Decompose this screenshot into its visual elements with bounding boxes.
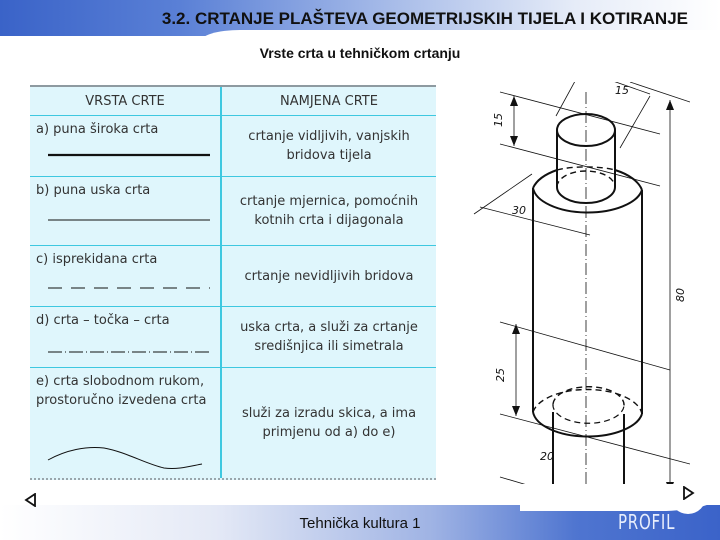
footer-course-title: Tehnička kultura 1 xyxy=(299,515,421,532)
line-type-label: a) puna široka crta xyxy=(36,122,159,137)
isometric-cylinder-drawing: 15 15 30 80 25 20 xyxy=(473,82,690,484)
table-header-row: VRSTA CRTE NAMJENA CRTE xyxy=(30,87,436,116)
slide-subtitle: Vrste crta u tehničkom crtanju xyxy=(259,45,461,61)
thick-solid-line-sample xyxy=(48,153,210,157)
dimension-total-height: 80 xyxy=(674,288,687,302)
header-curve xyxy=(200,30,720,42)
column-header-purpose: NAMJENA CRTE xyxy=(280,93,378,109)
dimension-bottom-height: 25 xyxy=(494,368,507,382)
freehand-line-sample xyxy=(47,447,203,469)
line-purpose: služi za izradu skica, a ima primjenu od… xyxy=(241,406,417,440)
line-purpose: crtanje nevidljivih bridova xyxy=(244,268,414,284)
table-row: a) puna široka crta crtanje vidljivih, v… xyxy=(30,116,436,177)
line-type-label: d) crta – točka – crta xyxy=(36,313,170,328)
dashed-line-sample xyxy=(48,287,210,289)
dimension-top-height: 15 xyxy=(492,113,505,127)
line-type-label: e) crta slobodnom rukom, prostoručno izv… xyxy=(36,374,207,408)
line-purpose: crtanje mjernica, pomoćnih kotnih crta i… xyxy=(239,194,419,228)
table-row: c) isprekidana crta crtanje nevidljivih … xyxy=(30,246,436,307)
dimension-bottom-diameter: 20 xyxy=(540,450,554,463)
line-purpose: crtanje vidljivih, vanjskih bridova tije… xyxy=(248,129,410,163)
table-row: e) crta slobodnom rukom, prostoručno izv… xyxy=(30,368,436,480)
thin-solid-line-sample xyxy=(48,219,210,221)
line-purpose: uska crta, a služi za crtanje središnjic… xyxy=(240,320,418,354)
column-header-type: VRSTA CRTE xyxy=(30,87,222,115)
dash-dot-line-sample xyxy=(48,351,210,353)
table-row: b) puna uska crta crtanje mjernica, pomo… xyxy=(30,177,436,246)
triangle-left-icon[interactable] xyxy=(24,493,38,507)
dimension-middle-diameter: 30 xyxy=(512,204,526,217)
table-row: d) crta – točka – crta uska crta, a služ… xyxy=(30,307,436,368)
dimension-top-diameter: 15 xyxy=(615,84,629,97)
line-type-label: c) isprekidana crta xyxy=(36,252,158,267)
triangle-right-icon[interactable] xyxy=(681,486,695,500)
line-type-label: b) puna uska crta xyxy=(36,183,151,198)
line-types-table: VRSTA CRTE NAMJENA CRTE a) puna široka c… xyxy=(30,85,436,480)
slide-title: 3.2. CRTANJE PLAŠTEVA GEOMETRIJSKIH TIJE… xyxy=(161,9,688,28)
brand-logo: PROFIL xyxy=(618,510,676,534)
